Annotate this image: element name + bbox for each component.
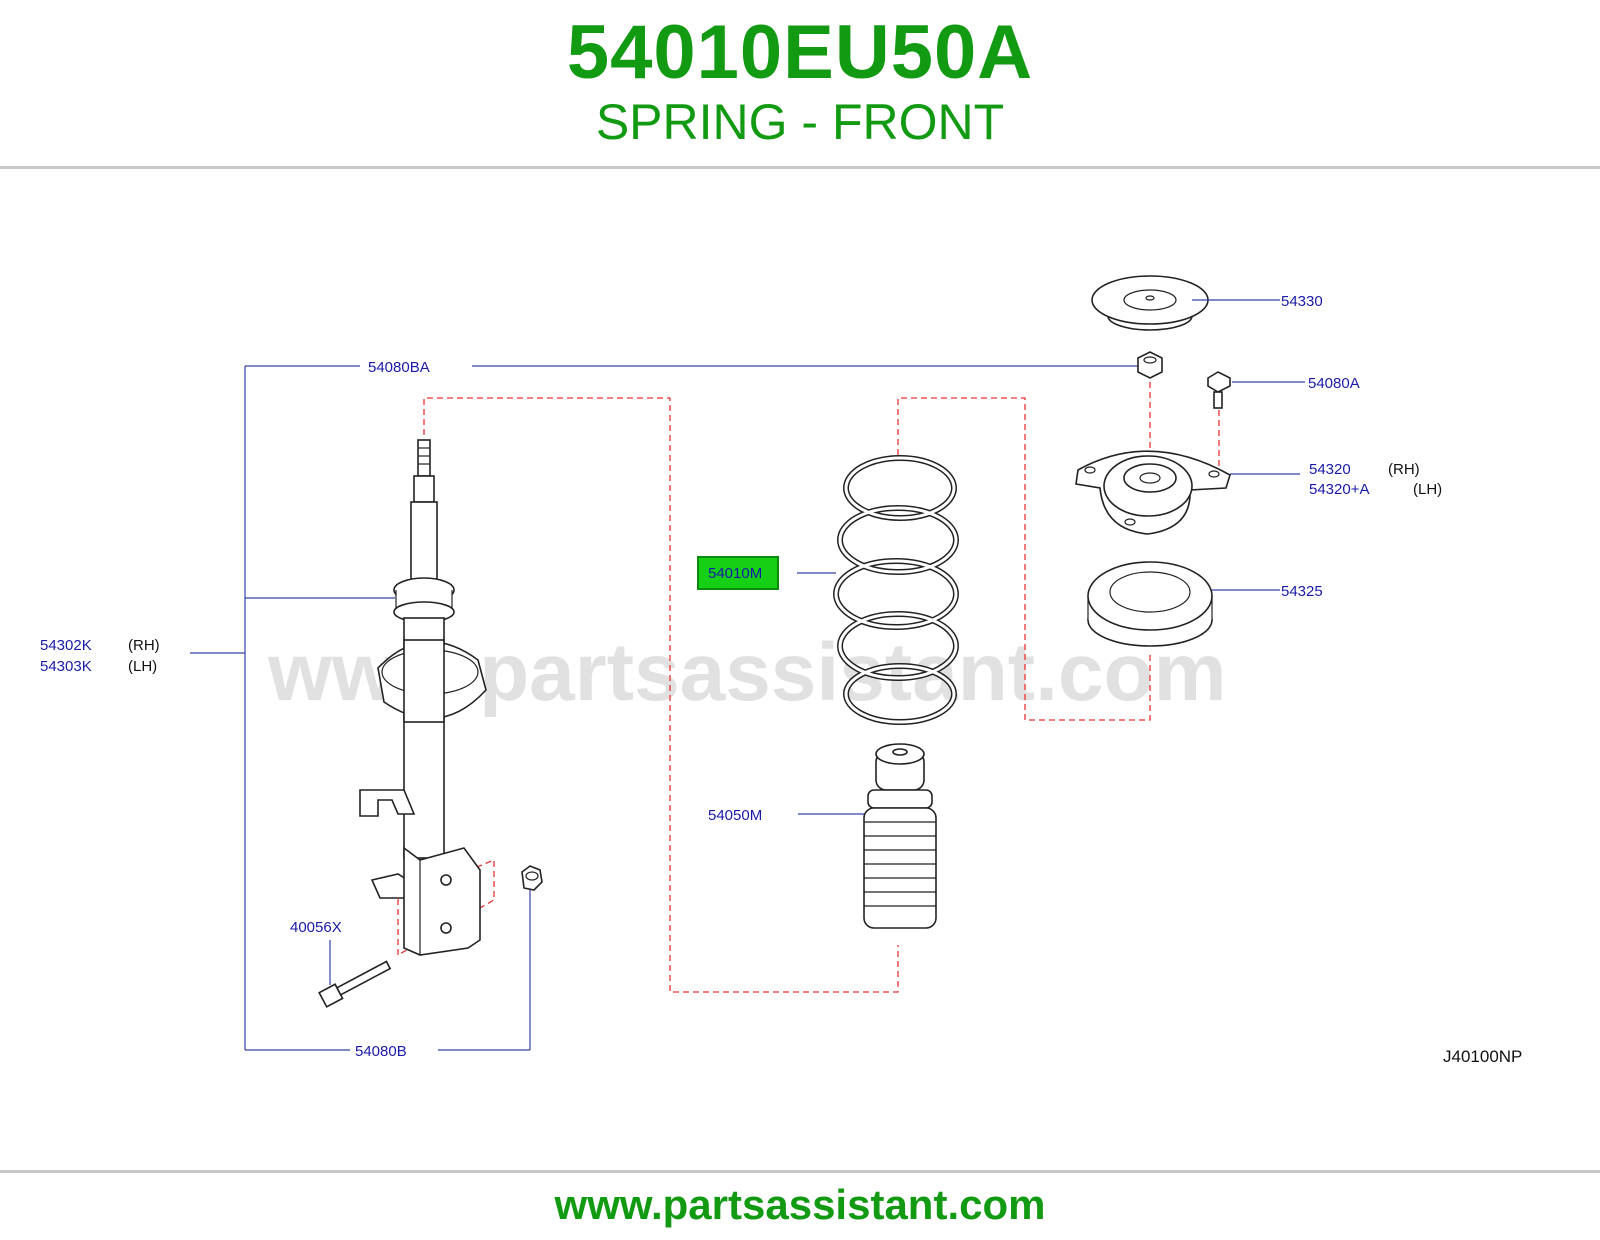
callout-54320A-lh-tag: (LH) [1413, 481, 1442, 498]
callout-54302K[interactable]: 54302K [40, 637, 92, 654]
part-description: SPRING - FRONT [595, 94, 1005, 150]
strut-assembly-drawing [318, 439, 543, 1008]
right-leader-lines [797, 299, 1305, 815]
strut-cap-drawing [1091, 275, 1209, 331]
upper-spring-seat-drawing [1087, 561, 1213, 647]
callout-54325[interactable]: 54325 [1281, 583, 1323, 600]
callout-54320[interactable]: 54320 [1309, 461, 1351, 478]
mount-bolt-drawing [1207, 371, 1231, 409]
page-header: 54010EU50A SPRING - FRONT [0, 0, 1600, 168]
callout-54330[interactable]: 54330 [1281, 293, 1323, 310]
bump-stop-boot-drawing [863, 743, 937, 929]
callout-40056X[interactable]: 40056X [290, 919, 342, 936]
callout-54303K[interactable]: 54303K [40, 658, 92, 675]
callout-54080BA[interactable]: 54080BA [368, 359, 430, 376]
highlighted-callout-box [697, 556, 779, 590]
callout-54080B[interactable]: 54080B [355, 1043, 407, 1060]
part-number-title: 54010EU50A [566, 10, 1034, 95]
callout-54010M[interactable]: 54010M [708, 565, 762, 582]
callout-54320-rh-tag: (RH) [1388, 461, 1420, 478]
callout-54302K-rh-tag: (RH) [128, 637, 160, 654]
callout-labels: 54330 54080BA 54080A 54320 (RH) 54320+A … [40, 293, 1522, 1066]
header-divider [0, 166, 1600, 169]
strut-mount-drawing [1075, 450, 1231, 535]
diagram-code: J40100NP [1443, 1047, 1522, 1066]
strut-leader-lines [190, 365, 1140, 1051]
callout-54303K-lh-tag: (LH) [128, 658, 157, 675]
footer-url[interactable]: www.partsassistant.com [554, 1181, 1046, 1228]
mount-nut-drawing [1137, 351, 1163, 379]
callout-54320A[interactable]: 54320+A [1309, 481, 1369, 498]
coil-spring-drawing [833, 455, 959, 725]
callout-54050M[interactable]: 54050M [708, 807, 762, 824]
footer-divider [0, 1170, 1600, 1173]
callout-54080A[interactable]: 54080A [1308, 375, 1360, 392]
